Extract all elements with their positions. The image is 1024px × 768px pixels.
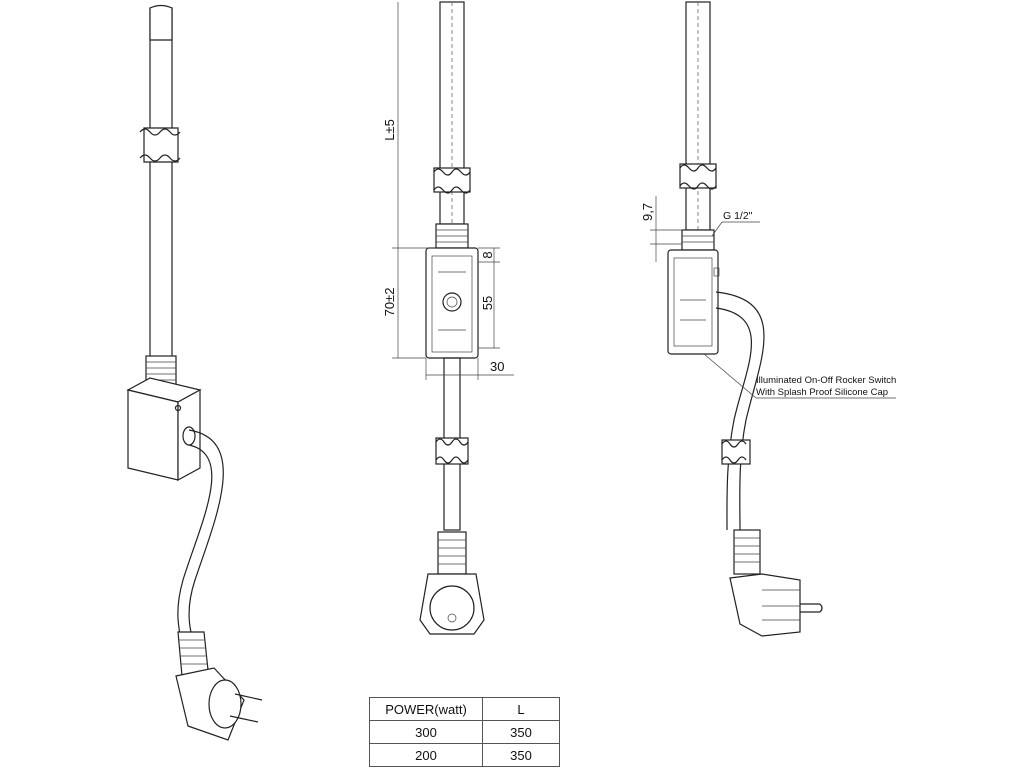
front-cable-break-upper	[435, 438, 469, 446]
header-power: POWER(watt)	[369, 697, 483, 721]
header-length: L	[482, 697, 560, 721]
dim-body-height: 70±2	[382, 248, 426, 359]
dim-body-height-label: 70±2	[382, 288, 397, 317]
side-plug	[729, 573, 823, 637]
side-cable-inner	[715, 307, 752, 531]
dim-thread-height: 9,7	[640, 196, 682, 262]
power-spec-table: POWER(watt) L 300 350 200 350	[369, 697, 560, 767]
dim-width-label: 30	[490, 359, 504, 374]
dim-switch-height: 55	[478, 262, 500, 349]
front-break-mark-upper	[433, 168, 471, 176]
cell-length: 350	[482, 720, 560, 744]
dim-width: 30	[425, 358, 514, 380]
front-strain-relief	[437, 531, 467, 575]
switch-annotation-line1: Illuminated On-Off Rocker Switch	[756, 375, 896, 386]
iso-heating-rod	[149, 7, 173, 359]
cell-length: 350	[482, 743, 560, 767]
iso-rod-break-gap	[143, 127, 179, 163]
iso-break-mark-upper	[139, 128, 181, 136]
iso-strain-relief	[177, 631, 209, 677]
cell-power: 200	[369, 743, 483, 767]
iso-cable-outer	[188, 429, 224, 641]
dim-length: L±5	[382, 2, 436, 249]
cell-power: 300	[369, 720, 483, 744]
dim-length-label: L±5	[382, 119, 397, 141]
switch-annotation-line2: With Splash Proof Silicone Cap	[756, 387, 888, 398]
iso-housing	[126, 377, 202, 482]
table-header-row: POWER(watt) L	[369, 697, 560, 721]
side-thread	[681, 229, 715, 251]
front-housing	[425, 247, 479, 359]
side-break-mark-lower	[679, 182, 717, 190]
iso-rod-tip	[149, 4, 173, 41]
iso-plug	[175, 667, 263, 741]
iso-break-mark-lower	[139, 154, 181, 162]
side-cable-outer	[715, 291, 765, 531]
thread-size-label: G 1/2"	[723, 210, 753, 222]
dim-top-offset-label: 8	[480, 251, 495, 258]
front-view: L±5 70±2 8 55 30	[382, 1, 514, 635]
side-view: 9,7 G 1/2" Illuminated On-Off Rocker Swi…	[640, 1, 896, 637]
front-cable-break-lower	[435, 456, 469, 464]
iso-cable-inner	[177, 444, 213, 641]
side-break-mark-upper	[679, 164, 717, 172]
side-housing	[667, 249, 720, 355]
side-strain-relief	[733, 529, 761, 575]
dim-switch-height-label: 55	[480, 296, 495, 310]
thread-size-leader: G 1/2"	[711, 210, 760, 237]
front-plug	[419, 573, 485, 635]
dim-thread-height-label: 9,7	[640, 203, 655, 221]
side-cable-break-upper	[721, 440, 747, 448]
isometric-view	[126, 4, 263, 741]
table-row: 200 350	[369, 743, 560, 767]
front-rocker-switch	[442, 292, 462, 312]
front-break-mark-lower	[433, 186, 471, 194]
table-row: 300 350	[369, 720, 560, 744]
dim-top-offset: 8	[478, 247, 500, 263]
switch-annotation: Illuminated On-Off Rocker Switch With Sp…	[703, 353, 896, 399]
side-cable-break-lower	[721, 456, 747, 464]
front-thread	[435, 223, 469, 249]
